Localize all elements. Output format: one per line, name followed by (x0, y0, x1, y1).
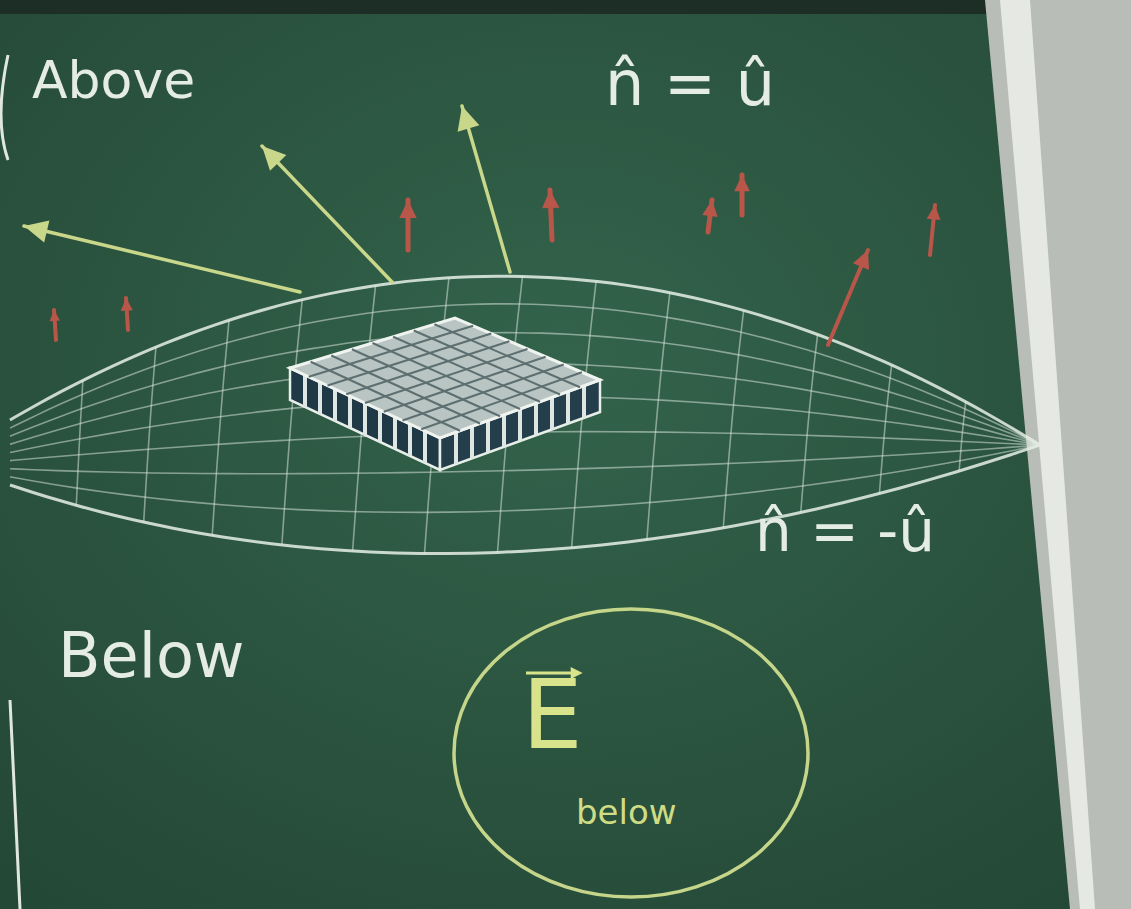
pillbox-top (290, 318, 600, 438)
pillbox-grid (384, 357, 546, 412)
surface-grid (879, 365, 891, 494)
region-label: Above (32, 52, 195, 109)
circled-field: Ebelow (450, 605, 812, 901)
pillbox-rib (502, 415, 506, 447)
gaussian-pillbox (290, 318, 600, 470)
pillbox-rib (348, 396, 352, 428)
surface-grid (76, 380, 83, 505)
chalk-mark (10, 700, 20, 909)
pillbox-rib (566, 392, 570, 424)
surface-grid (723, 310, 743, 528)
pillbox-rib (486, 421, 490, 453)
pillbox-grid (365, 349, 528, 403)
pillbox-rib (582, 386, 586, 418)
surface-grid (212, 320, 229, 535)
arrow-head (542, 190, 559, 208)
surface-grid (144, 347, 156, 522)
field-symbol: E (522, 667, 583, 763)
pillbox-rib (518, 409, 522, 441)
chalk-mark (1, 55, 8, 160)
pillbox-grid (414, 331, 560, 395)
arrow-head (734, 175, 750, 191)
arrow-head (262, 146, 286, 171)
surface-grid (282, 300, 302, 545)
circle-outline (454, 609, 808, 897)
subscript-label: below (576, 795, 677, 829)
board-top-edge (0, 0, 1131, 14)
normal-equation: n̂ = -û (755, 500, 935, 564)
arrow-head (702, 200, 718, 217)
region-label: Below (58, 622, 245, 690)
pillbox-rib (303, 375, 307, 407)
normal-equation: n̂ = û (605, 50, 775, 118)
arrow-head (24, 220, 49, 242)
field-arrow (24, 226, 300, 292)
pillbox-rib (393, 417, 397, 449)
pillbox-grid (434, 324, 580, 387)
pillbox-rib (408, 424, 412, 456)
arrow-head (50, 310, 60, 321)
pillbox-rib (454, 432, 458, 464)
pillbox-rib (378, 410, 382, 442)
field-arrow (262, 146, 392, 282)
arrow-head (927, 205, 941, 220)
pillbox-rib (423, 431, 427, 463)
arrow-head (399, 200, 416, 218)
arrow-head (458, 106, 480, 132)
pillbox-rib (470, 426, 474, 458)
pillbox-rib (333, 389, 337, 421)
chalk-circle (450, 605, 812, 901)
pillbox-rib (534, 403, 538, 435)
field-arrow (462, 106, 510, 272)
pillbox-grid (421, 372, 582, 429)
pillbox-rib (318, 382, 322, 414)
pillbox-grid (393, 337, 540, 402)
surface-grid (10, 445, 1040, 474)
pillbox-rib (363, 403, 367, 435)
field-arrows (24, 106, 940, 345)
arrow-head (121, 298, 133, 311)
arrow-head (853, 250, 869, 270)
surface-grid (647, 293, 670, 540)
surface-grid (959, 402, 966, 471)
surface-grid (801, 334, 818, 512)
pillbox-grid (403, 365, 564, 421)
pillbox-rib (550, 397, 554, 429)
